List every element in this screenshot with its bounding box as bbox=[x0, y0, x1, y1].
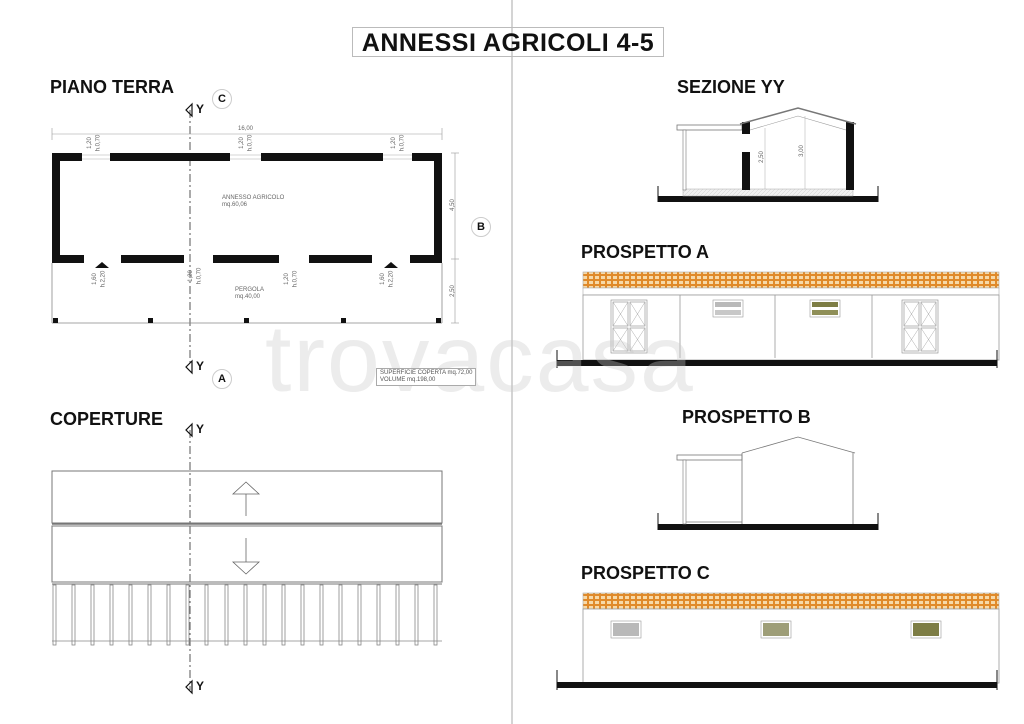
watermark: trovacasa bbox=[265, 306, 695, 412]
prospetto-a-title: PROSPETTO A bbox=[581, 242, 710, 262]
axis-y-label-4: Y bbox=[196, 679, 205, 693]
opening-bottom-2-h: h.0,70 bbox=[196, 267, 203, 285]
section-marker-b: B bbox=[471, 217, 491, 237]
sezione-yy-title: SEZIONE YY bbox=[677, 77, 785, 97]
floor-plan bbox=[51, 102, 459, 375]
summary-coverage: SUPERFICIE COPERTA mq.72,00 bbox=[380, 370, 473, 376]
opening-bottom-1-w: 1,60 bbox=[91, 273, 98, 285]
room-annesso-area: mq.60,06 bbox=[222, 202, 248, 208]
opening-top-3-h: h.0,70 bbox=[399, 134, 406, 152]
axis-y-label-1: Y bbox=[196, 102, 205, 116]
dim-depth-building: 4,50 bbox=[449, 199, 456, 211]
opening-bottom-3-w: 1,20 bbox=[283, 273, 290, 285]
room-pergola-name: PERGOLA bbox=[235, 287, 265, 293]
roof-plan bbox=[51, 422, 443, 695]
axis-y-label-3: Y bbox=[196, 422, 205, 436]
room-pergola-area: mq.40,00 bbox=[235, 294, 261, 300]
opening-top-2-h: h.0,70 bbox=[247, 134, 254, 152]
prospetto-b-title: PROSPETTO B bbox=[682, 407, 811, 427]
section-dim-1: 2,50 bbox=[758, 151, 765, 163]
section-dim-2: 3,00 bbox=[798, 145, 805, 157]
opening-bottom-1-h: h.2,20 bbox=[100, 270, 107, 288]
opening-top-1-h: h.0,70 bbox=[95, 134, 102, 152]
opening-bottom-3-h: h.0,70 bbox=[292, 270, 299, 288]
opening-top-3-w: 1,20 bbox=[390, 137, 397, 149]
elevation-a bbox=[556, 271, 1000, 368]
opening-top-1-w: 1,20 bbox=[86, 137, 93, 149]
opening-bottom-4-h: h.2,20 bbox=[388, 270, 395, 288]
section-yy bbox=[657, 107, 879, 202]
summary-volume: VOLUME mq.198,00 bbox=[380, 377, 436, 383]
piano-terra-title: PIANO TERRA bbox=[50, 77, 175, 97]
opening-top-2-w: 1,20 bbox=[238, 137, 245, 149]
room-annesso-name: ANNESSO AGRICOLO bbox=[222, 195, 285, 201]
coperture-title: COPERTURE bbox=[50, 409, 164, 429]
opening-bottom-4-w: 1,60 bbox=[379, 273, 386, 285]
elevation-c bbox=[556, 592, 1000, 690]
prospetto-c-title: PROSPETTO C bbox=[581, 563, 710, 583]
section-marker-c: C bbox=[212, 89, 232, 109]
sheet-title: ANNESSI AGRICOLI 4-5 bbox=[352, 27, 664, 57]
elevation-b bbox=[657, 436, 879, 530]
axis-y-label-2: Y bbox=[196, 359, 205, 373]
section-marker-a: A bbox=[212, 369, 232, 389]
dim-overall-length: 16,00 bbox=[238, 126, 254, 132]
summary-box: SUPERFICIE COPERTA mq.72,00 VOLUME mq.19… bbox=[376, 368, 477, 386]
dim-depth-pergola: 2,50 bbox=[449, 285, 456, 297]
opening-bottom-2-w: 1,20 bbox=[187, 270, 194, 282]
